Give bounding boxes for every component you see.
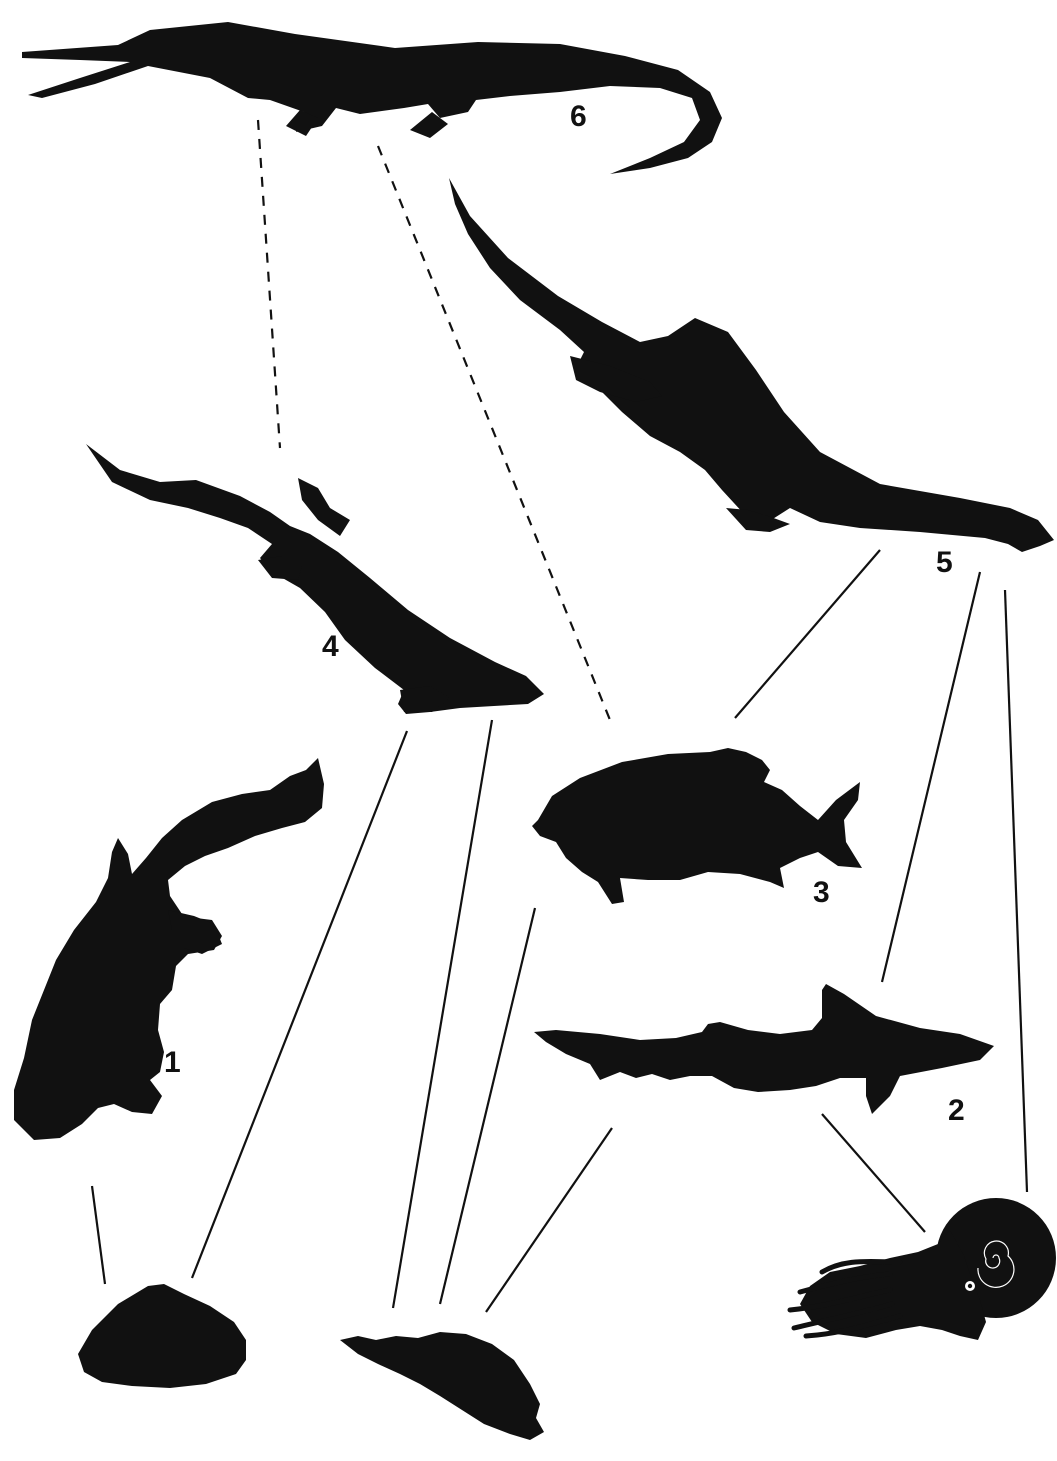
link-3-to-gastropod [440, 908, 535, 1304]
label-organism-2: 2 [948, 1096, 965, 1126]
label-organism-1: 1 [164, 1048, 181, 1078]
link-5-to-3 [735, 550, 880, 718]
link-2-to-ammonite [822, 1114, 925, 1232]
crocodilian-silhouette [22, 22, 722, 174]
marine-reptile-1-silhouette [14, 758, 324, 1140]
label-organism-3: 3 [813, 878, 830, 908]
link-1-to-bivalve [92, 1186, 105, 1284]
link-6-to-4 [258, 120, 280, 448]
shark-silhouette [534, 984, 994, 1114]
label-organism-4: 4 [322, 632, 339, 662]
label-organism-5: 5 [936, 548, 953, 578]
marine-reptile-4-silhouette [86, 444, 544, 714]
gastropod-silhouette [340, 1332, 544, 1440]
ammonite-silhouette [790, 1198, 1056, 1340]
link-2-to-gastropod [486, 1128, 612, 1312]
link-5-to-2 [882, 572, 980, 982]
link-5-to-ammonite [1005, 590, 1027, 1192]
plesiosaur-silhouette [449, 178, 1054, 552]
bivalve-silhouette [78, 1284, 246, 1388]
label-organism-6: 6 [570, 102, 587, 132]
link-4-to-gastropod [393, 720, 492, 1308]
